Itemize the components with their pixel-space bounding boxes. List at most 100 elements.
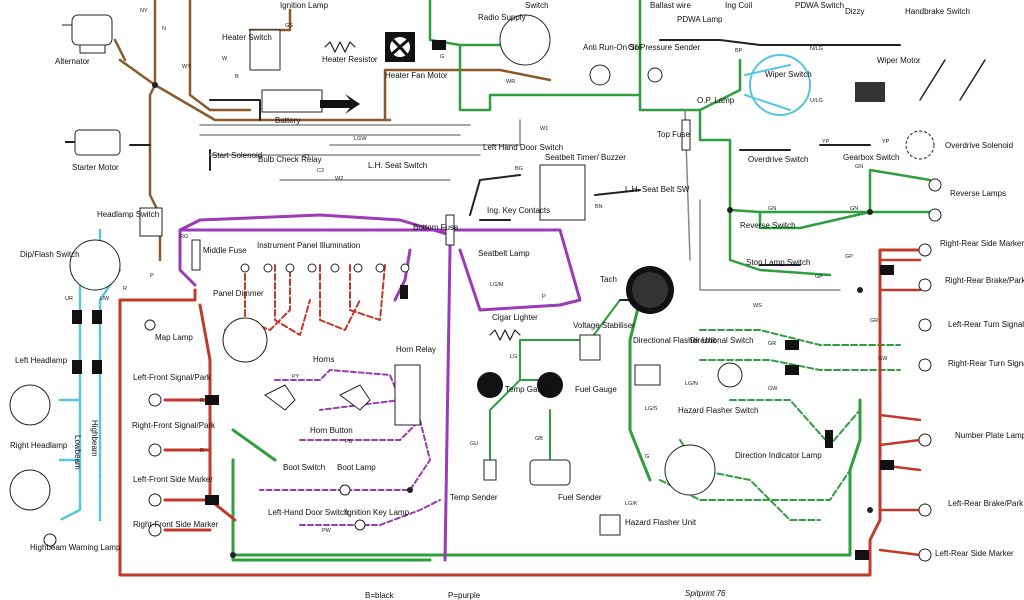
temp-sender-label: Temp Sender bbox=[450, 493, 498, 502]
wire-code: LG/M bbox=[490, 282, 504, 288]
wire-code: YP bbox=[882, 139, 890, 145]
temp-gauge-icon bbox=[477, 372, 503, 398]
wire-code: PY bbox=[292, 374, 300, 380]
heater-switch-icon bbox=[249, 29, 281, 71]
fuel-sender-label: Fuel Sender bbox=[558, 493, 602, 502]
wire-code: BN bbox=[595, 204, 603, 210]
front-signal-lamp-icon bbox=[148, 443, 162, 457]
wire-green-bottom bbox=[231, 298, 862, 562]
horn-icon bbox=[339, 384, 371, 411]
front-marker-lamp-icon bbox=[148, 493, 162, 507]
left-rear-turn-signal-label: Left-Rear Turn Signal bbox=[948, 320, 1024, 329]
switch-label: Switch bbox=[525, 1, 549, 10]
wire-code: C2 bbox=[317, 168, 324, 174]
connector-blocks bbox=[72, 40, 894, 560]
ing-key-contacts-label: Ing. Key Contacts bbox=[487, 206, 550, 215]
wire-code: LG/K bbox=[625, 501, 638, 507]
instrument-panel-label: Instrument Panel Illumination bbox=[257, 241, 360, 250]
wiper-blade-icon bbox=[919, 59, 986, 101]
wire-code: GR bbox=[768, 341, 776, 347]
wire-red-dashed bbox=[224, 264, 386, 336]
wire-code: WS bbox=[753, 303, 762, 309]
wire-code: U/LG bbox=[810, 98, 823, 104]
pdwa-lamp-label: PDWA Lamp bbox=[677, 15, 723, 24]
wire-code: C1 bbox=[303, 154, 310, 160]
boot-lamp-icon bbox=[339, 484, 351, 496]
headlamp-switch-label: Headlamp Switch bbox=[97, 210, 159, 219]
ignition-switch-icon bbox=[499, 14, 551, 66]
heater-fan-icon bbox=[385, 32, 415, 62]
wiper-motor-icon bbox=[855, 82, 885, 102]
wire-code: GN bbox=[850, 206, 858, 212]
voltage-stabiliser-icon bbox=[579, 334, 601, 361]
wire-red-main bbox=[118, 248, 922, 577]
right-headlamp-icon bbox=[9, 469, 51, 511]
stop-lamp-switch-label: Stop Lamp Switch bbox=[746, 258, 810, 267]
right-rear-brake-park-label: Right-Rear Brake/Park bbox=[945, 276, 1024, 285]
dip-flash-switch-icon bbox=[69, 239, 121, 291]
left-rear-brake-park-label: Left-Rear Brake/Park bbox=[948, 499, 1024, 508]
map-lamp-label: Map Lamp bbox=[155, 333, 193, 342]
wire-code: NY bbox=[140, 8, 148, 14]
instrument-bulb-row bbox=[240, 263, 410, 273]
wire-code: LG/S bbox=[645, 406, 658, 412]
wire-code: N bbox=[162, 26, 166, 32]
battery-icon bbox=[261, 89, 360, 114]
rear-lamp-column bbox=[918, 243, 932, 562]
wire-code: BG bbox=[515, 166, 523, 172]
wire-code: P bbox=[542, 294, 546, 300]
wire-code: G bbox=[645, 454, 649, 460]
bottom-fuse-icon bbox=[445, 214, 455, 246]
radio-supply-label: Radio Supply bbox=[478, 13, 526, 22]
hazard-flasher-switch-label: Hazard Flasher Switch bbox=[678, 406, 758, 415]
battery-label: Battery bbox=[275, 116, 300, 125]
wire-code-layer: NY N GS WY W G WR BP N/LG U/LG LGW W1 C1… bbox=[65, 8, 890, 534]
direction-indicator-lamp-label: Direction Indicator Lamp bbox=[735, 451, 822, 460]
heater-resistor-icon bbox=[324, 41, 356, 53]
wire-code: UW bbox=[100, 296, 110, 302]
wire-code: G bbox=[440, 54, 444, 60]
wire-grey-bus bbox=[199, 109, 841, 291]
front-marker-lamp-icon bbox=[148, 523, 162, 537]
reverse-lamp-icon bbox=[928, 208, 942, 222]
wire-code: LG/N bbox=[685, 381, 698, 387]
wire-code: R bbox=[200, 398, 204, 404]
horn-relay-icon bbox=[394, 364, 421, 426]
reverse-switch-label: Reverse Switch bbox=[740, 221, 796, 230]
horn-button-label: Horn Button bbox=[310, 426, 353, 435]
heater-resistor-label: Heater Resistor bbox=[322, 55, 378, 64]
wiper-switch-label: Wiper Switch bbox=[765, 70, 812, 79]
boot-switch-label: Boot Switch bbox=[283, 463, 325, 472]
left-hand-door-switch-top-label: Left Hand Door Switch bbox=[483, 143, 563, 152]
wire-code: GU bbox=[470, 441, 478, 447]
wire-green-gauges bbox=[489, 299, 621, 471]
left-headlamp-label: Left Headlamp bbox=[15, 356, 68, 365]
wire-code: GW bbox=[768, 386, 778, 392]
ign-coil-label: Ing Coil bbox=[725, 1, 752, 10]
wire-code: GS bbox=[285, 23, 293, 29]
wire-code: GN bbox=[855, 164, 863, 170]
fuel-gauge-label: Fuel Gauge bbox=[575, 385, 617, 394]
fuel-gauge-icon bbox=[537, 372, 563, 398]
left-front-signal-park-label: Left-Front Signal/Park bbox=[133, 373, 212, 382]
wire-code: W2 bbox=[335, 176, 343, 182]
ignition-key-lamp-label: Ignition Key Lamp bbox=[345, 508, 410, 517]
anti-run-on-label: Anti Run-On Sol bbox=[583, 43, 641, 52]
wire-code: UR bbox=[65, 296, 73, 302]
boot-lamp-label: Boot Lamp bbox=[337, 463, 376, 472]
map-lamp-icon bbox=[144, 319, 156, 331]
tachometer-face bbox=[632, 272, 668, 308]
fuel-sender-icon bbox=[529, 459, 571, 486]
legend-purple: P=purple bbox=[448, 591, 481, 600]
oil-pressure-label: Oil Pressure Sender bbox=[628, 43, 700, 52]
left-rear-side-marker-label: Left-Rear Side Marker bbox=[935, 549, 1014, 558]
wire-code: RG bbox=[180, 234, 188, 240]
cigar-lighter-label: Cigar Lighter bbox=[492, 313, 538, 322]
highbeam-warning-icon bbox=[43, 533, 57, 547]
handbrake-switch-label: Handbrake Switch bbox=[905, 7, 970, 16]
lowbeam-label: Lowbeam bbox=[73, 435, 82, 470]
temp-sender-icon bbox=[483, 459, 497, 481]
hazard-flasher-unit-label: Hazard Flasher Unit bbox=[625, 518, 697, 527]
start-solenoid-label: Start Solenoid bbox=[212, 151, 262, 160]
voltage-stabiliser-label: Voltage Stabiliser bbox=[573, 321, 635, 330]
